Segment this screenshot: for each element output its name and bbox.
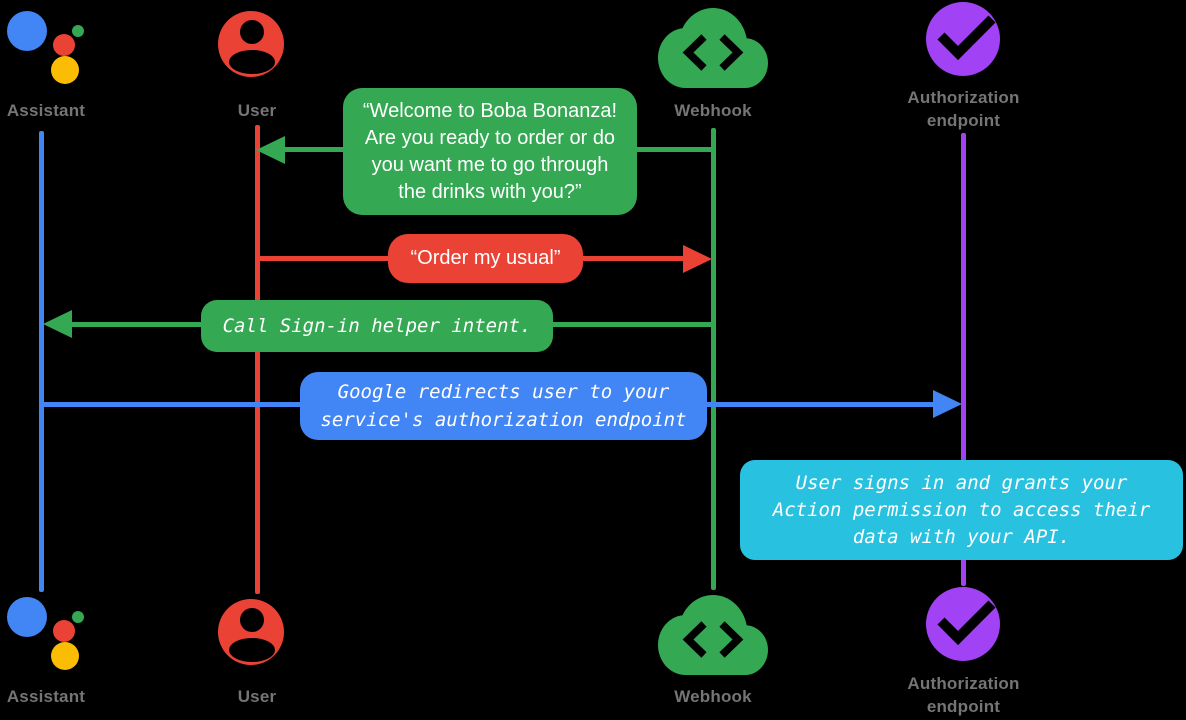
message-line: Call Sign-in helper intent. bbox=[222, 315, 532, 337]
arrow-head-left-icon bbox=[43, 310, 72, 338]
assistant-lifeline bbox=[39, 131, 44, 592]
assistant-icon bbox=[7, 11, 84, 84]
user-icon bbox=[218, 11, 284, 77]
message-line: “Order my usual” bbox=[410, 247, 561, 269]
webhook-icon bbox=[658, 8, 768, 88]
message-line: data with your API. bbox=[852, 526, 1071, 548]
arrow-head-right-icon bbox=[933, 390, 962, 418]
bubble-call-sign-in-helper: Call Sign-in helper intent. bbox=[201, 300, 553, 352]
authorization-endpoint-label-top: Authorization endpoint bbox=[893, 86, 1034, 132]
message-line: Are you ready to order or do bbox=[364, 127, 616, 149]
message-line: you want me to go through bbox=[371, 154, 609, 176]
webhook-lifeline bbox=[711, 128, 716, 590]
message-line: the drinks with you?” bbox=[398, 181, 582, 203]
label-line: endpoint bbox=[926, 111, 1001, 130]
assistant-label-bottom: Assistant bbox=[6, 687, 86, 706]
webhook-label-top: Webhook bbox=[674, 101, 752, 120]
user-label-top: User bbox=[237, 101, 277, 120]
authorization-endpoint-icon bbox=[926, 2, 1000, 76]
label-line: Authorization bbox=[907, 88, 1020, 107]
bubble-google-redirects: Google redirects user to your service's … bbox=[300, 372, 707, 440]
label-line: endpoint bbox=[926, 697, 1001, 716]
assistant-icon bbox=[7, 597, 84, 670]
authorization-endpoint-lifeline bbox=[961, 133, 966, 586]
authorization-endpoint-label-bottom: Authorization endpoint bbox=[893, 672, 1034, 718]
arrow-head-left-icon bbox=[256, 136, 285, 164]
message-line: Action permission to access their bbox=[772, 499, 1151, 521]
user-lifeline bbox=[255, 125, 260, 594]
message-line: Google redirects user to your bbox=[337, 381, 670, 403]
message-line: “Welcome to Boba Bonanza! bbox=[362, 100, 618, 122]
message-line: User signs in and grants your bbox=[795, 472, 1128, 494]
bubble-welcome-message: “Welcome to Boba Bonanza! Are you ready … bbox=[343, 88, 637, 215]
label-line: Authorization bbox=[907, 674, 1020, 693]
user-label-bottom: User bbox=[237, 687, 277, 706]
assistant-label-top: Assistant bbox=[6, 101, 86, 120]
user-icon bbox=[218, 599, 284, 665]
authorization-endpoint-icon bbox=[926, 587, 1000, 661]
note-user-signs-in: User signs in and grants your Action per… bbox=[740, 460, 1183, 560]
arrow-head-right-icon bbox=[683, 245, 712, 273]
bubble-order-my-usual: “Order my usual” bbox=[388, 234, 583, 283]
webhook-icon bbox=[658, 595, 768, 675]
message-line: service's authorization endpoint bbox=[320, 409, 687, 431]
webhook-label-bottom: Webhook bbox=[674, 687, 752, 706]
